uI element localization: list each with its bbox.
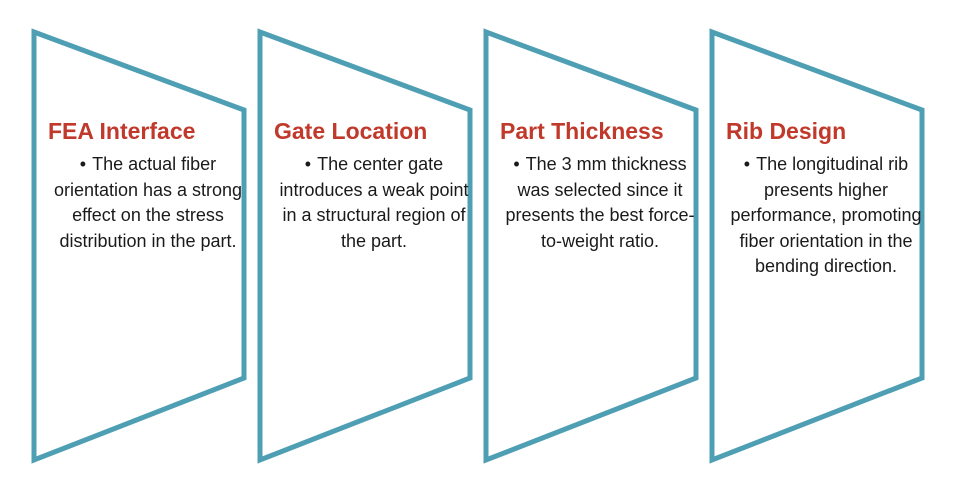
step-content: Gate Location •The center gate introduce… — [274, 116, 474, 254]
step-bullet-text: The actual fiber orientation has a stron… — [53, 154, 243, 251]
bullet-icon: • — [743, 154, 751, 174]
step-bullet: •The center gate introduces a weak point… — [274, 152, 474, 254]
step-panel-fea-interface: FEA Interface •The actual fiber orientat… — [31, 28, 248, 464]
bullet-icon: • — [79, 154, 87, 174]
step-content: Part Thickness •The 3 mm thickness was s… — [500, 116, 700, 254]
step-title: FEA Interface — [48, 118, 196, 144]
step-panel-part-thickness: Part Thickness •The 3 mm thickness was s… — [483, 28, 700, 464]
step-bullet: •The longitudinal rib presents higher pe… — [726, 152, 926, 280]
chevron-panel-shape — [257, 28, 473, 464]
step-content: Rib Design •The longitudinal rib present… — [726, 116, 926, 280]
step-title: Part Thickness — [500, 118, 664, 144]
step-bullet-text: The center gate introduces a weak point … — [279, 154, 469, 251]
step-title: Gate Location — [274, 118, 428, 144]
step-bullet: •The actual fiber orientation has a stro… — [48, 152, 248, 254]
step-content: FEA Interface •The actual fiber orientat… — [48, 116, 248, 254]
step-bullet-text: The 3 mm thickness was selected since it… — [505, 154, 695, 251]
step-bullet: •The 3 mm thickness was selected since i… — [500, 152, 700, 254]
chevron-panel-shape — [709, 28, 925, 464]
step-title: Rib Design — [726, 118, 847, 144]
step-panel-rib-design: Rib Design •The longitudinal rib present… — [709, 28, 926, 464]
chevron-panel-shape — [31, 28, 247, 464]
bullet-icon: • — [304, 154, 312, 174]
bullet-icon: • — [513, 154, 520, 174]
chevron-panel-shape — [483, 28, 699, 464]
step-bullet-text: The longitudinal rib presents higher per… — [730, 154, 922, 277]
step-panel-gate-location: Gate Location •The center gate introduce… — [257, 28, 474, 464]
